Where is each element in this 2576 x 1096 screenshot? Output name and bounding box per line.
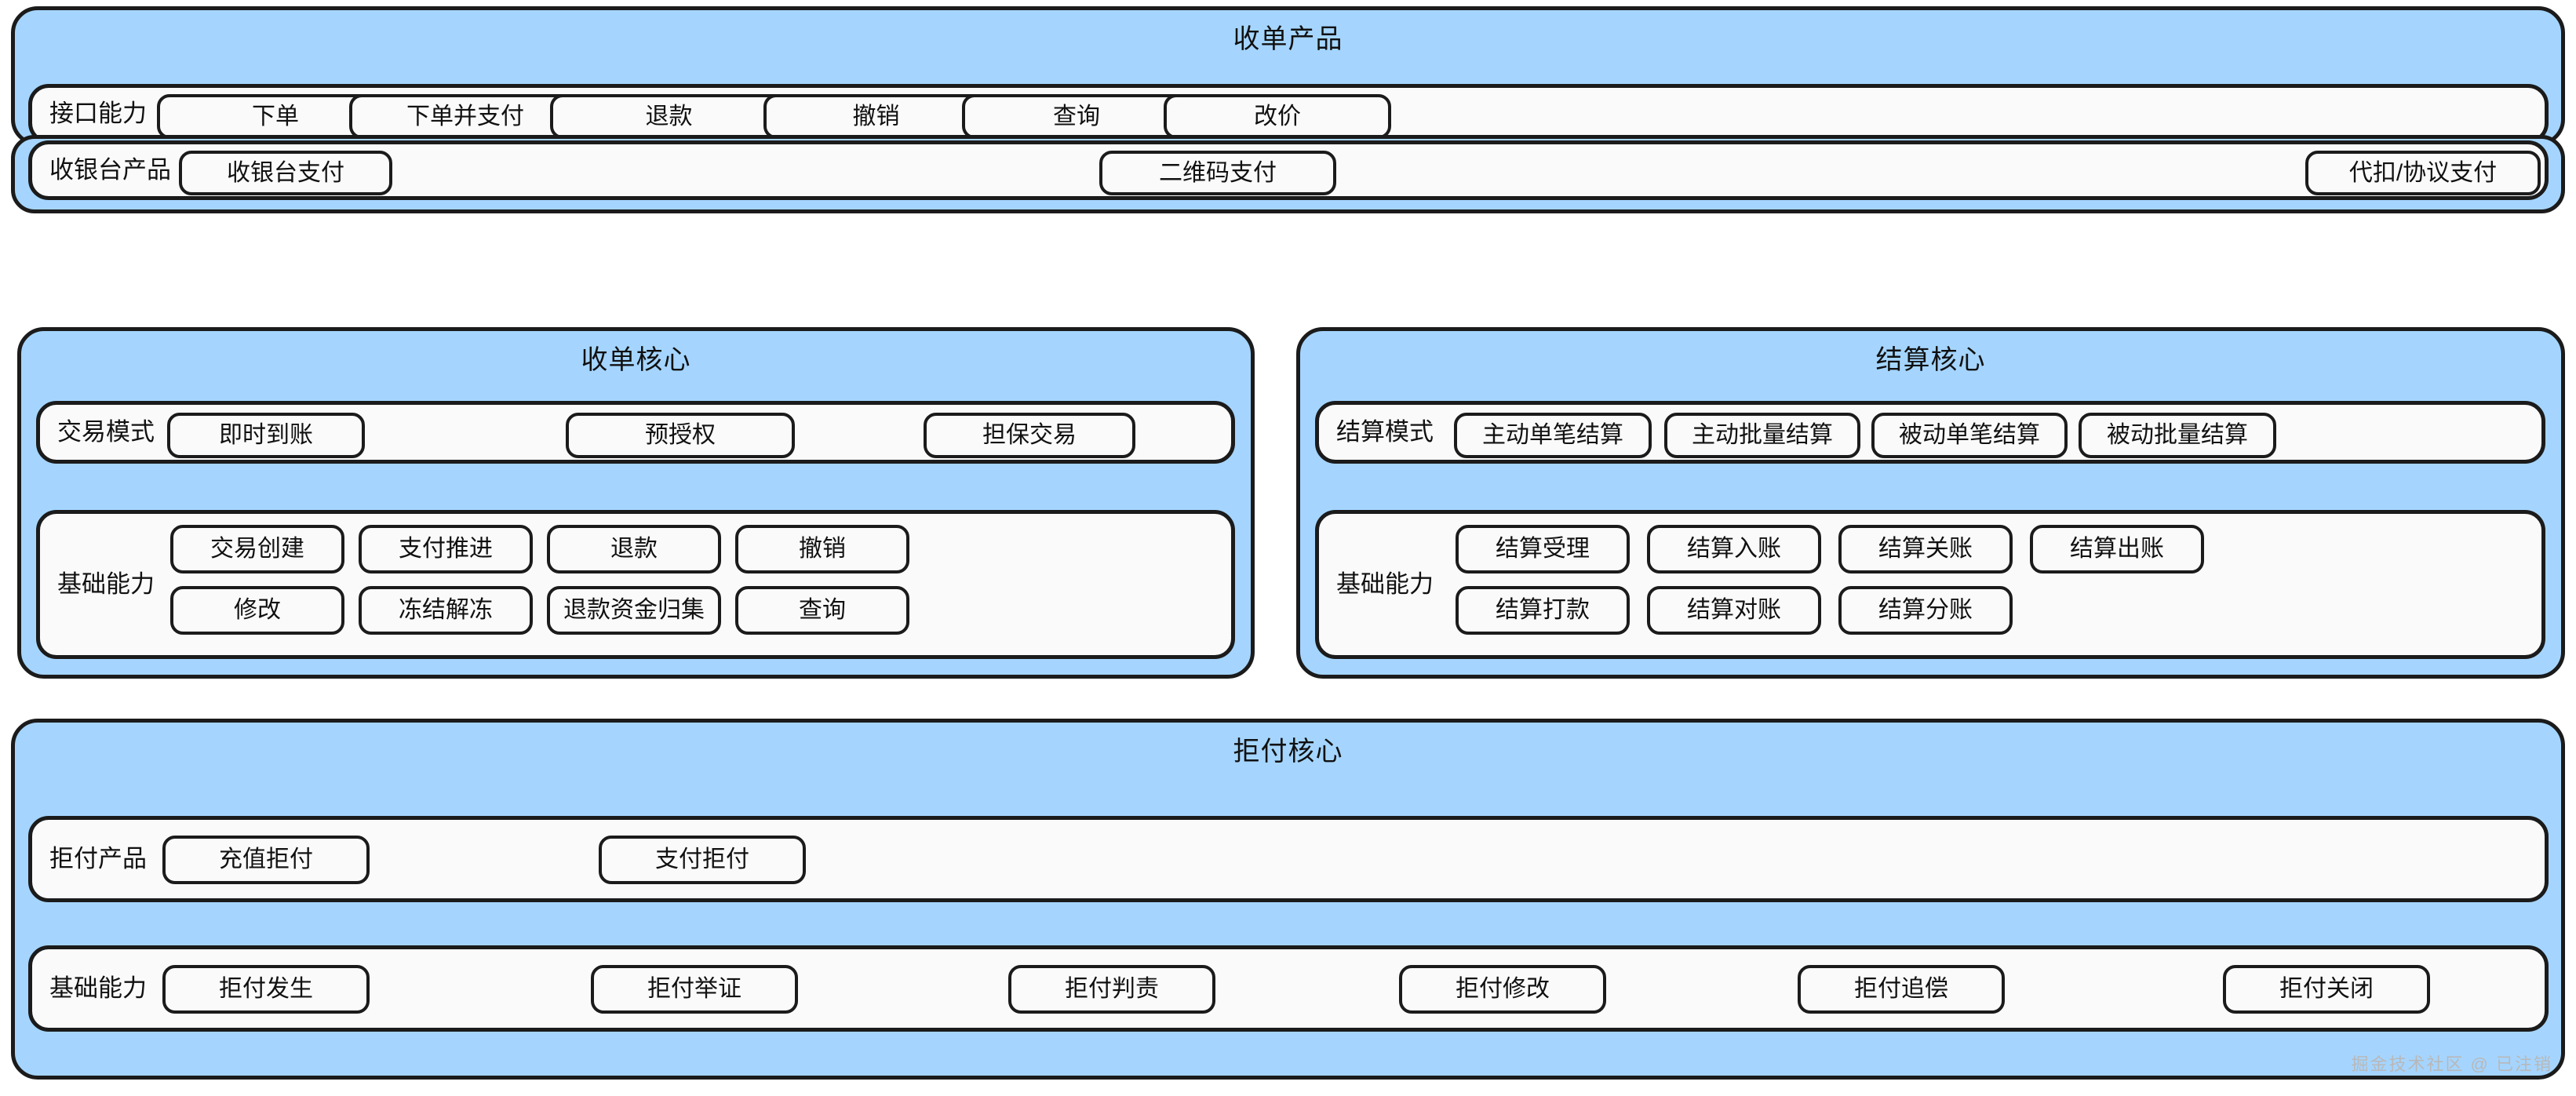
row-chargeback-product: 拒付产品 充值拒付 支付拒付 [28,816,2549,902]
row-transaction-mode: 交易模式 即时到账 预授权 担保交易 [36,401,1235,464]
chip-transaction-create[interactable]: 交易创建 [170,525,344,573]
row-body-chargeback-product: 充值拒付 支付拒付 [155,820,2545,898]
chip-chargeback-evidence[interactable]: 拒付举证 [591,965,798,1014]
group-title-settlement-core: 结算核心 [1875,345,1986,375]
chip-query[interactable]: 查询 [962,94,1191,139]
row-settlement-mode: 结算模式 主动单笔结算 主动批量结算 被动单笔结算 被动批量结算 [1315,401,2545,464]
chip-agreement-payment[interactable]: 代扣/协议支付 [2305,151,2541,195]
chip-settlement-split[interactable]: 结算分账 [1838,586,2013,635]
chip-settlement-outbound[interactable]: 结算出账 [2030,525,2204,573]
chip-chargeback-liability[interactable]: 拒付判责 [1008,965,1215,1014]
row-label-chargeback-product: 拒付产品 [49,844,147,872]
row-body-settlement-basic-capability: 结算受理 结算入账 结算关账 结算出账 结算打款 结算对账 结算分账 [1441,514,2541,655]
row-body-acquiring-basic-capability: 交易创建 支付推进 退款 撤销 修改 冻结解冻 退款资金归集 查询 [162,514,1231,655]
chip-settlement-payout[interactable]: 结算打款 [1456,586,1630,635]
chip-pre-authorization[interactable]: 预授权 [566,413,795,458]
row-body-interface-capability: 下单 下单并支付 退款 撤销 查询 改价 [155,88,2545,140]
chip-place-order-and-pay[interactable]: 下单并支付 [349,94,581,139]
chip-modify[interactable]: 修改 [170,586,344,635]
row-cashier-product: 收银台产品 收银台支付 二维码支付 代扣/协议支付 [28,140,2549,200]
chip-passive-single-settlement[interactable]: 被动单笔结算 [1871,413,2068,458]
chip-refund-fund-collection[interactable]: 退款资金归集 [547,586,721,635]
chip-qrcode-payment[interactable]: 二维码支付 [1099,151,1336,195]
row-label-settlement-mode: 结算模式 [1336,417,1434,446]
chip-chargeback-close[interactable]: 拒付关闭 [2223,965,2430,1014]
row-label-cashier-product: 收银台产品 [49,155,171,184]
chip-cancel[interactable]: 撤销 [763,94,989,139]
chip-settlement-closing[interactable]: 结算关账 [1838,525,2013,573]
chip-cashier-payment[interactable]: 收银台支付 [179,151,392,195]
chip-payment-advance[interactable]: 支付推进 [359,525,533,573]
chip-chargeback-recovery[interactable]: 拒付追偿 [1798,965,2005,1014]
chip-chargeback-occur[interactable]: 拒付发生 [162,965,370,1014]
row-body-settlement-mode: 主动单笔结算 主动批量结算 被动单笔结算 被动批量结算 [1441,405,2541,460]
row-body-chargeback-basic-capability: 拒付发生 拒付举证 拒付判责 拒付修改 拒付追偿 拒付关闭 [155,949,2545,1028]
row-label-interface-capability: 接口能力 [49,99,147,127]
row-label-acquiring-basic-capability: 基础能力 [57,570,155,598]
chip-refund[interactable]: 退款 [550,94,788,139]
watermark: 掘金技术社区 @ 已注销 [2351,1054,2552,1074]
row-label-transaction-mode: 交易模式 [57,417,155,446]
row-settlement-basic-capability: 基础能力 结算受理 结算入账 结算关账 结算出账 结算打款 结算对账 结算分账 [1315,510,2545,659]
group-title-acquiring-core: 收单核心 [581,345,691,375]
row-label-settlement-basic-capability: 基础能力 [1336,570,1434,598]
chip-chargeback-modify[interactable]: 拒付修改 [1399,965,1606,1014]
chip-settlement-reconciliation[interactable]: 结算对账 [1647,586,1821,635]
chip-instant-settlement[interactable]: 即时到账 [167,413,365,458]
chip-acq-query[interactable]: 查询 [735,586,909,635]
chip-price-change[interactable]: 改价 [1164,94,1391,139]
chip-freeze-unfreeze[interactable]: 冻结解冻 [359,586,533,635]
chip-topup-chargeback[interactable]: 充值拒付 [162,836,370,884]
group-title-chargeback-core: 拒付核心 [1233,737,1343,766]
row-body-cashier-product: 收银台支付 二维码支付 代扣/协议支付 [179,144,2545,196]
row-label-chargeback-basic-capability: 基础能力 [49,974,147,1002]
chip-guaranteed-transaction[interactable]: 担保交易 [924,413,1135,458]
chip-passive-batch-settlement[interactable]: 被动批量结算 [2079,413,2276,458]
chip-settlement-acceptance[interactable]: 结算受理 [1456,525,1630,573]
chip-settlement-posting[interactable]: 结算入账 [1647,525,1821,573]
group-title-acquiring-product: 收单产品 [1233,24,1343,54]
row-acquiring-basic-capability: 基础能力 交易创建 支付推进 退款 撤销 修改 冻结解冻 退款资金归集 查询 [36,510,1235,659]
row-body-transaction-mode: 即时到账 预授权 担保交易 [162,405,1231,460]
row-chargeback-basic-capability: 基础能力 拒付发生 拒付举证 拒付判责 拒付修改 拒付追偿 拒付关闭 [28,945,2549,1032]
chip-active-single-settlement[interactable]: 主动单笔结算 [1454,413,1652,458]
chip-acq-cancel[interactable]: 撤销 [735,525,909,573]
chip-payment-chargeback[interactable]: 支付拒付 [599,836,806,884]
chip-active-batch-settlement[interactable]: 主动批量结算 [1664,413,1860,458]
chip-acq-refund[interactable]: 退款 [547,525,721,573]
